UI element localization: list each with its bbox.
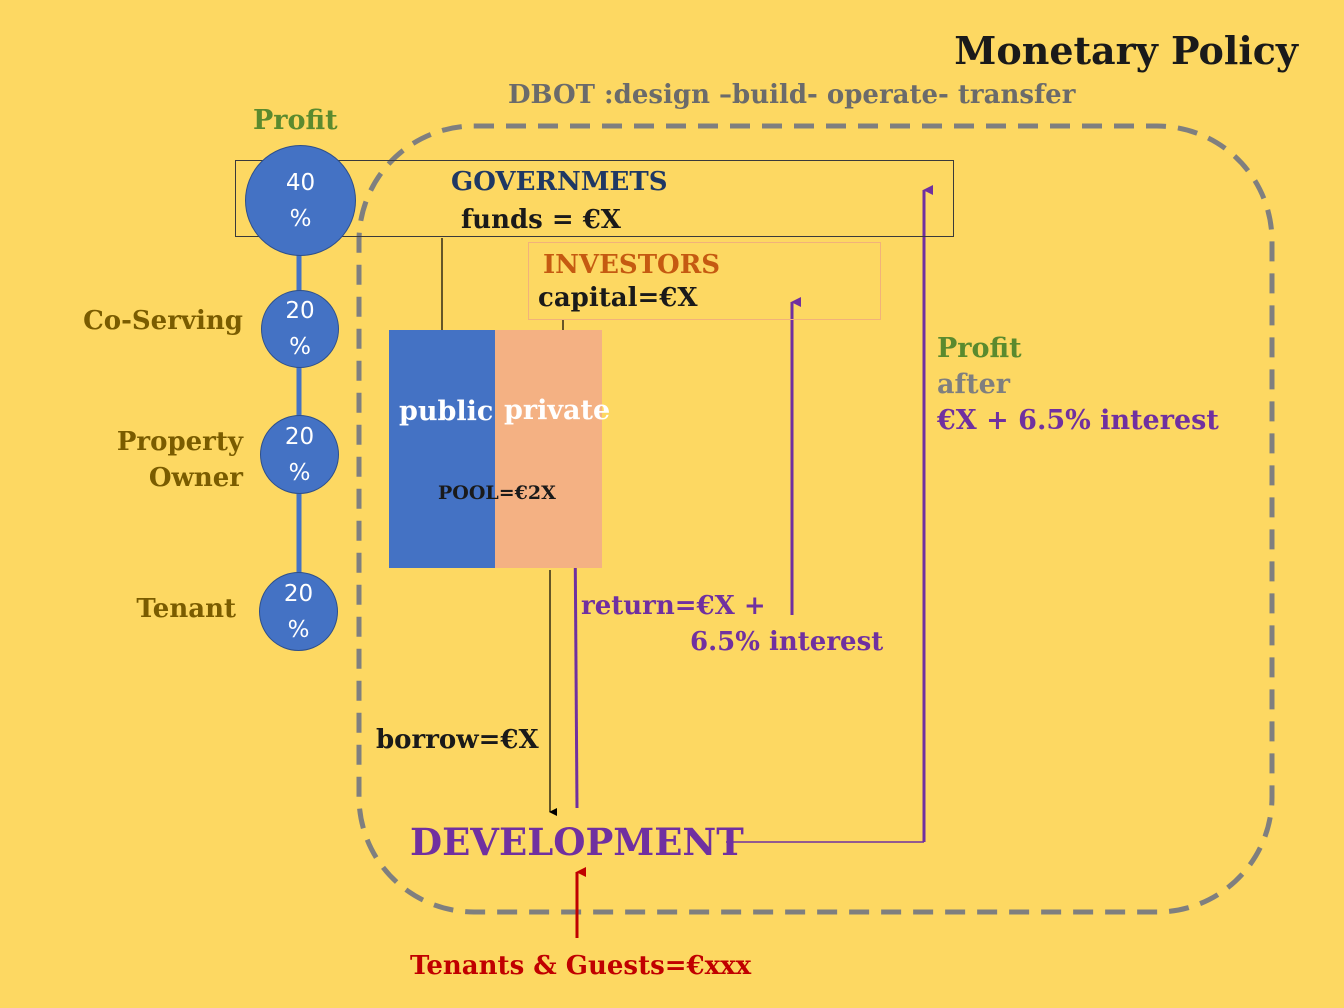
development-label: DEVELOPMENT: [410, 820, 744, 864]
investors-box: [528, 242, 881, 320]
pool-private-block: [495, 330, 602, 568]
pool-private-label: private: [504, 395, 611, 426]
profit-share-circle: 40 %: [245, 145, 356, 256]
borrow-label: borrow=€X: [376, 725, 539, 755]
page-title: Monetary Policy: [954, 28, 1298, 73]
arrow-return-to-pool: [573, 520, 585, 809]
coserving-share-value: 20 %: [285, 298, 315, 360]
tenant-share-value: 20 %: [283, 580, 314, 643]
profit-after-line2: after: [937, 369, 1010, 400]
property-owner-share-circle: 20 %: [260, 415, 339, 494]
role-label-tenant: Tenant: [136, 594, 236, 624]
governments-title: GOVERNMETS: [451, 167, 668, 197]
profit-after-line3: €X + 6.5% interest: [937, 405, 1219, 436]
return-label-line2: 6.5% interest: [690, 627, 884, 657]
profit-after-line1: Profit: [937, 333, 1022, 364]
pool-public-block: [389, 330, 495, 568]
role-label-coserving: Co-Serving: [83, 306, 243, 336]
governments-funds: funds = €X: [461, 205, 621, 235]
pool-total-label: POOL=€2X: [438, 482, 556, 504]
coserving-share-circle: 20 %: [261, 290, 339, 368]
profit-heading: Profit: [253, 105, 338, 136]
tenant-share-circle: 20 %: [259, 572, 338, 651]
investors-capital: capital=€X: [538, 283, 698, 313]
investors-title: INVESTORS: [543, 250, 721, 280]
profit-share-value: 40 %: [285, 169, 316, 232]
governments-box: [235, 160, 954, 237]
dbot-subtitle: DBOT :design –build- operate- transfer: [508, 80, 1076, 110]
tenants-guests-label: Tenants & Guests=€xxx: [410, 951, 752, 981]
return-label-line1: return=€X +: [581, 591, 766, 621]
property-owner-share-value: 20 %: [284, 423, 315, 486]
role-label-property-owner: Property Owner: [116, 427, 243, 493]
pool-public-label: public: [399, 396, 494, 427]
